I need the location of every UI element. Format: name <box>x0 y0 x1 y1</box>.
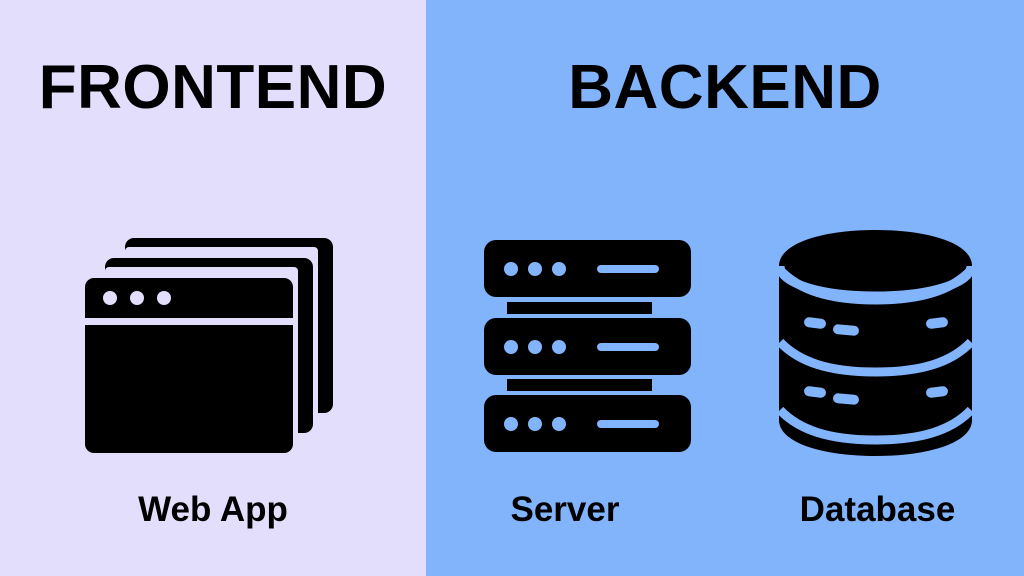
web-app-label: Web App <box>138 490 288 529</box>
database-cylinder-icon <box>779 230 972 456</box>
server-status-dot-icon <box>504 262 518 276</box>
server-status-dot-icon <box>552 340 566 354</box>
server-status-dot-icon <box>528 417 542 431</box>
server-status-dot-icon <box>504 417 518 431</box>
server-rack-unit <box>484 240 691 297</box>
server-indicator-bar <box>597 265 659 273</box>
browser-dot-icon <box>103 291 117 305</box>
backend-heading: BACKEND <box>568 53 882 122</box>
frontend-heading: FRONTEND <box>38 53 388 122</box>
server-rack-unit <box>484 318 691 375</box>
server-status-dot-icon <box>552 262 566 276</box>
database-label: Database <box>799 490 956 529</box>
server-status-dot-icon <box>552 417 566 431</box>
server-connector-bar <box>507 302 652 314</box>
browser-dot-icon <box>130 291 144 305</box>
server-rack-icon <box>484 240 691 452</box>
server-rack-unit <box>484 395 691 452</box>
stacked-browser-windows-icon <box>85 238 345 456</box>
browser-titlebar-divider <box>85 318 293 325</box>
server-connector-bar <box>507 379 652 391</box>
server-label: Server <box>510 490 620 529</box>
frontend-panel: FRONTEND Web App <box>0 0 426 576</box>
server-status-dot-icon <box>528 262 542 276</box>
browser-window-front <box>85 278 293 453</box>
server-indicator-bar <box>597 420 659 428</box>
server-status-dot-icon <box>504 340 518 354</box>
server-indicator-bar <box>597 343 659 351</box>
browser-dot-icon <box>157 291 171 305</box>
server-status-dot-icon <box>528 340 542 354</box>
